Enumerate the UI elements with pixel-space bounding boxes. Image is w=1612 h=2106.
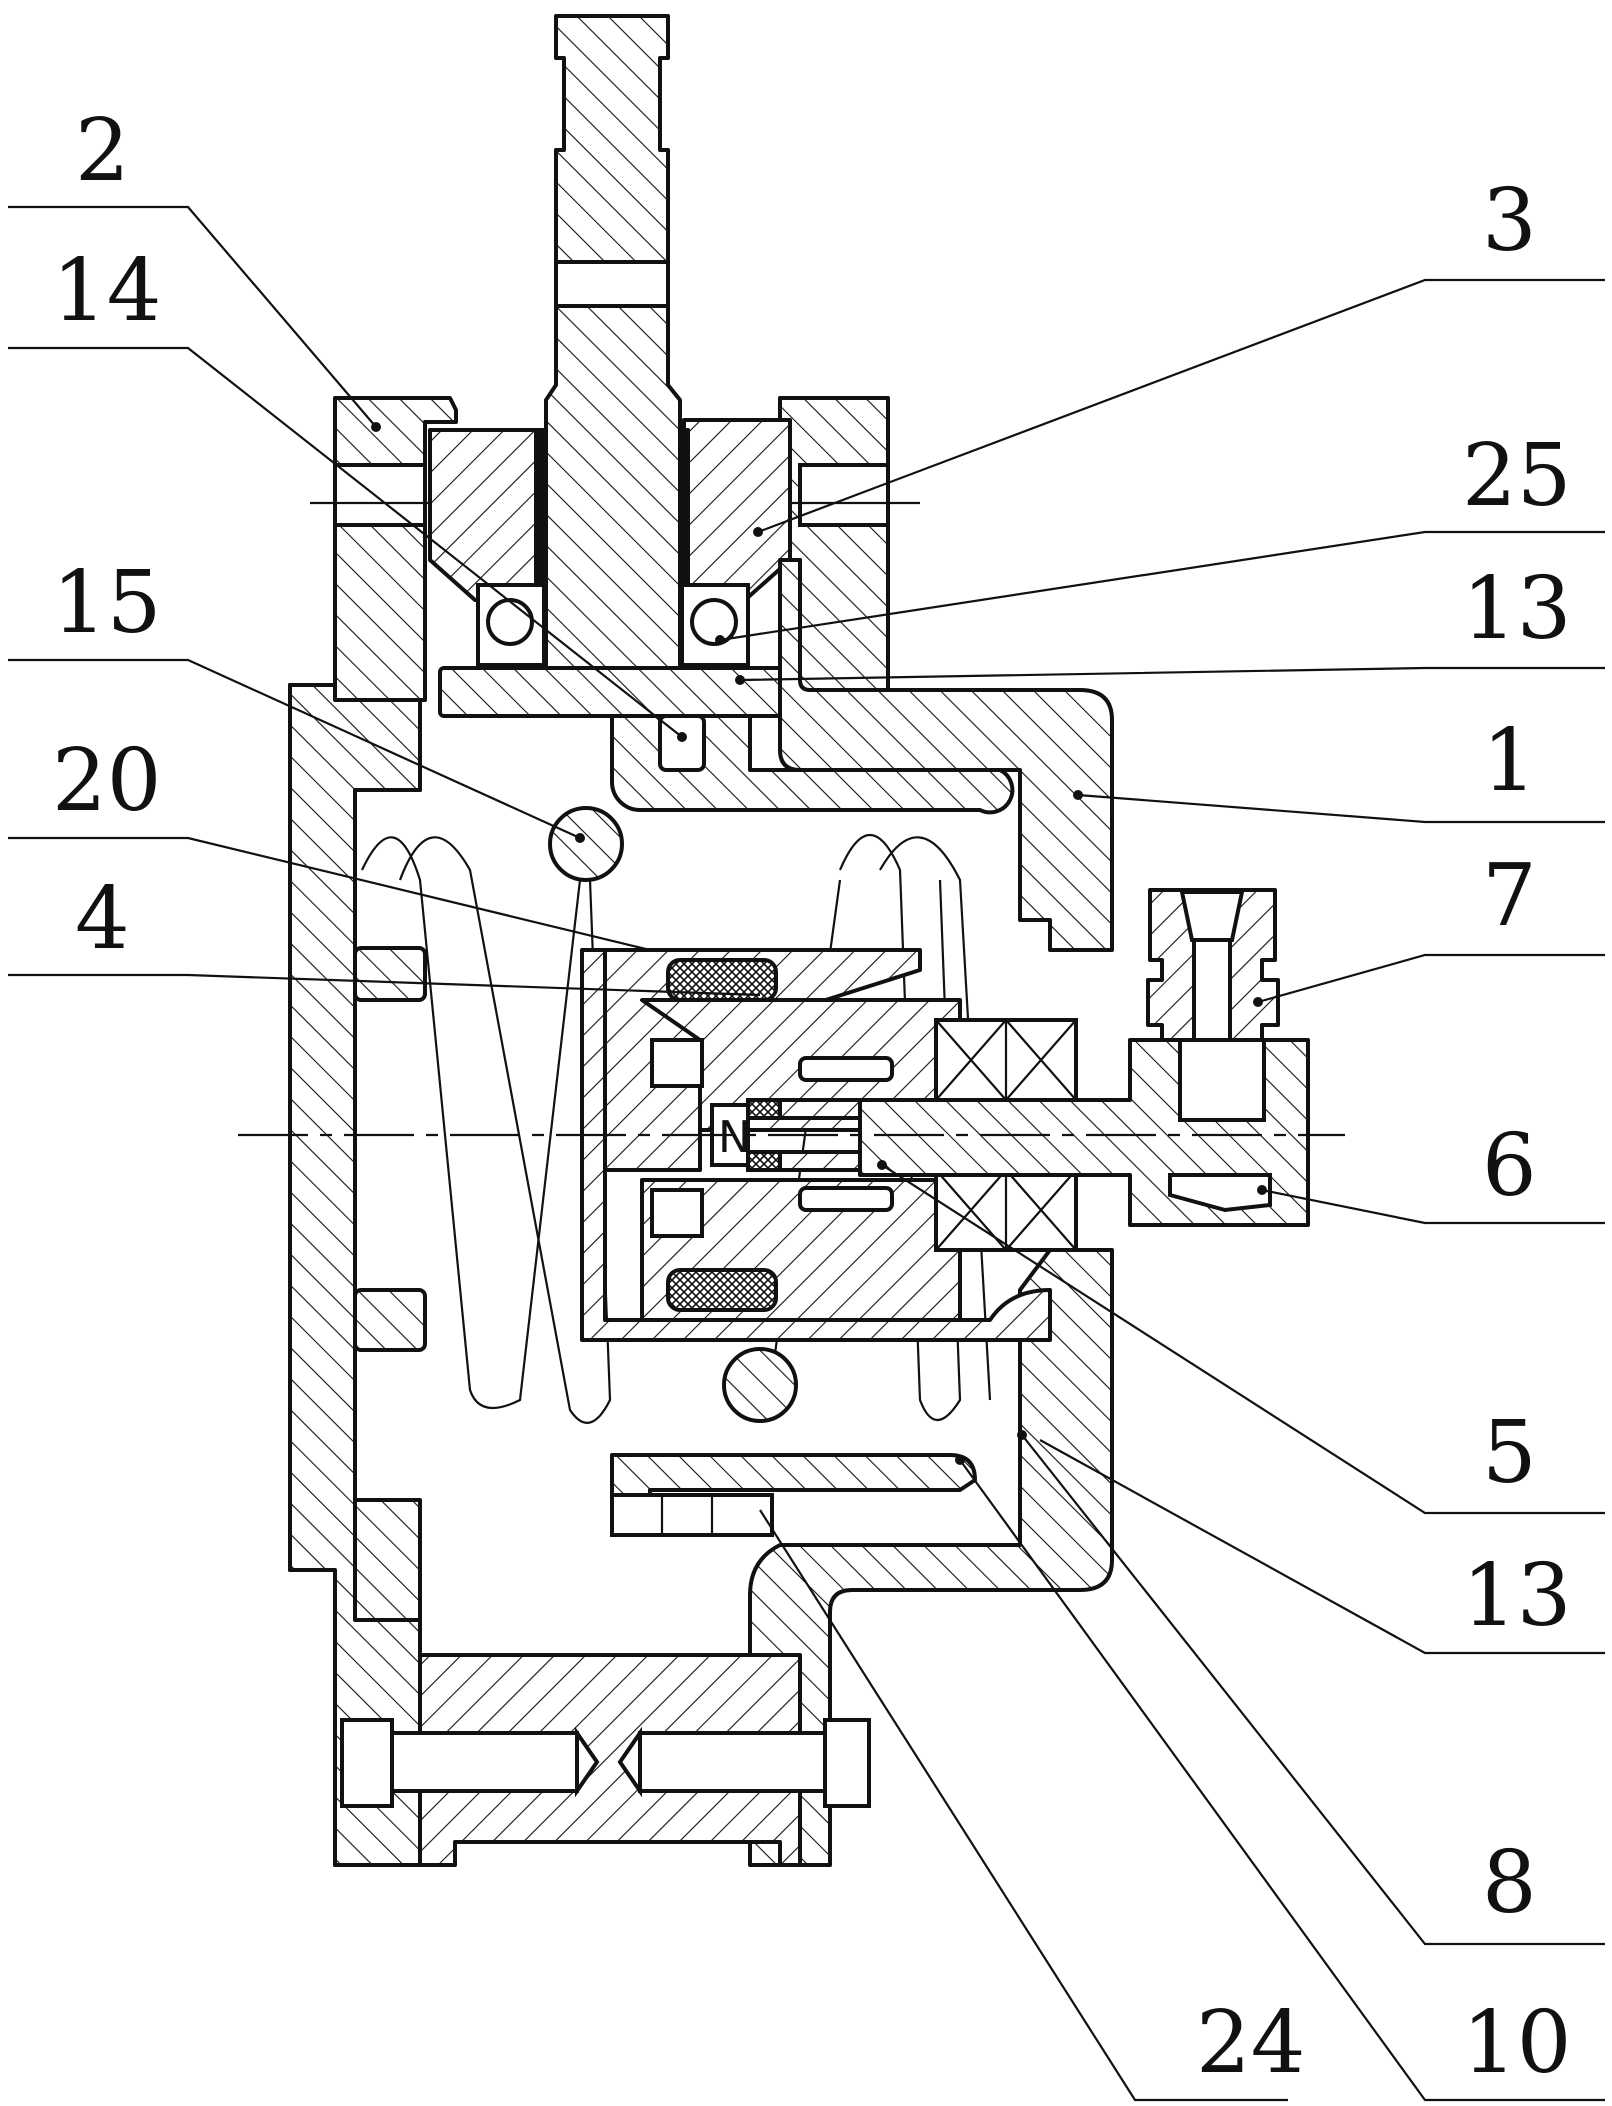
label-10: 10 xyxy=(1462,1993,1571,2093)
label-3: 3 xyxy=(1482,171,1537,271)
label-1: 1 xyxy=(1482,711,1537,811)
svg-text:N: N xyxy=(718,1112,751,1163)
label-25: 25 xyxy=(1462,426,1571,526)
label-13b: 13 xyxy=(1462,1546,1571,1646)
bearing-part-25 xyxy=(476,583,750,667)
label-7: 7 xyxy=(1482,846,1537,946)
spring-seat-pads xyxy=(353,946,427,1352)
fitting-part-7 xyxy=(1146,888,1280,1042)
screw-part-24 xyxy=(610,1453,977,1537)
label-20: 20 xyxy=(52,731,161,831)
label-4: 4 xyxy=(75,869,130,969)
label-5: 5 xyxy=(1482,1403,1537,1503)
bottom-cover xyxy=(340,1653,871,1867)
label-24: 24 xyxy=(1196,1993,1305,2093)
seal-part-20 xyxy=(666,958,778,1312)
valve-stem-part-5: N xyxy=(710,1056,902,1212)
bearing-housing-part-3 xyxy=(428,418,792,602)
label-13a: 13 xyxy=(1462,559,1571,659)
part-labels: 2 14 15 20 4 3 25 13 1 7 6 5 13 8 10 24 xyxy=(52,101,1571,2093)
label-15: 15 xyxy=(52,553,161,653)
label-8: 8 xyxy=(1482,1833,1537,1933)
coil-windings xyxy=(934,1018,1078,1252)
label-14: 14 xyxy=(52,241,161,341)
input-shaft xyxy=(544,14,682,702)
label-6: 6 xyxy=(1482,1116,1537,1216)
leader-lines xyxy=(8,205,1605,2102)
label-2: 2 xyxy=(75,101,130,201)
